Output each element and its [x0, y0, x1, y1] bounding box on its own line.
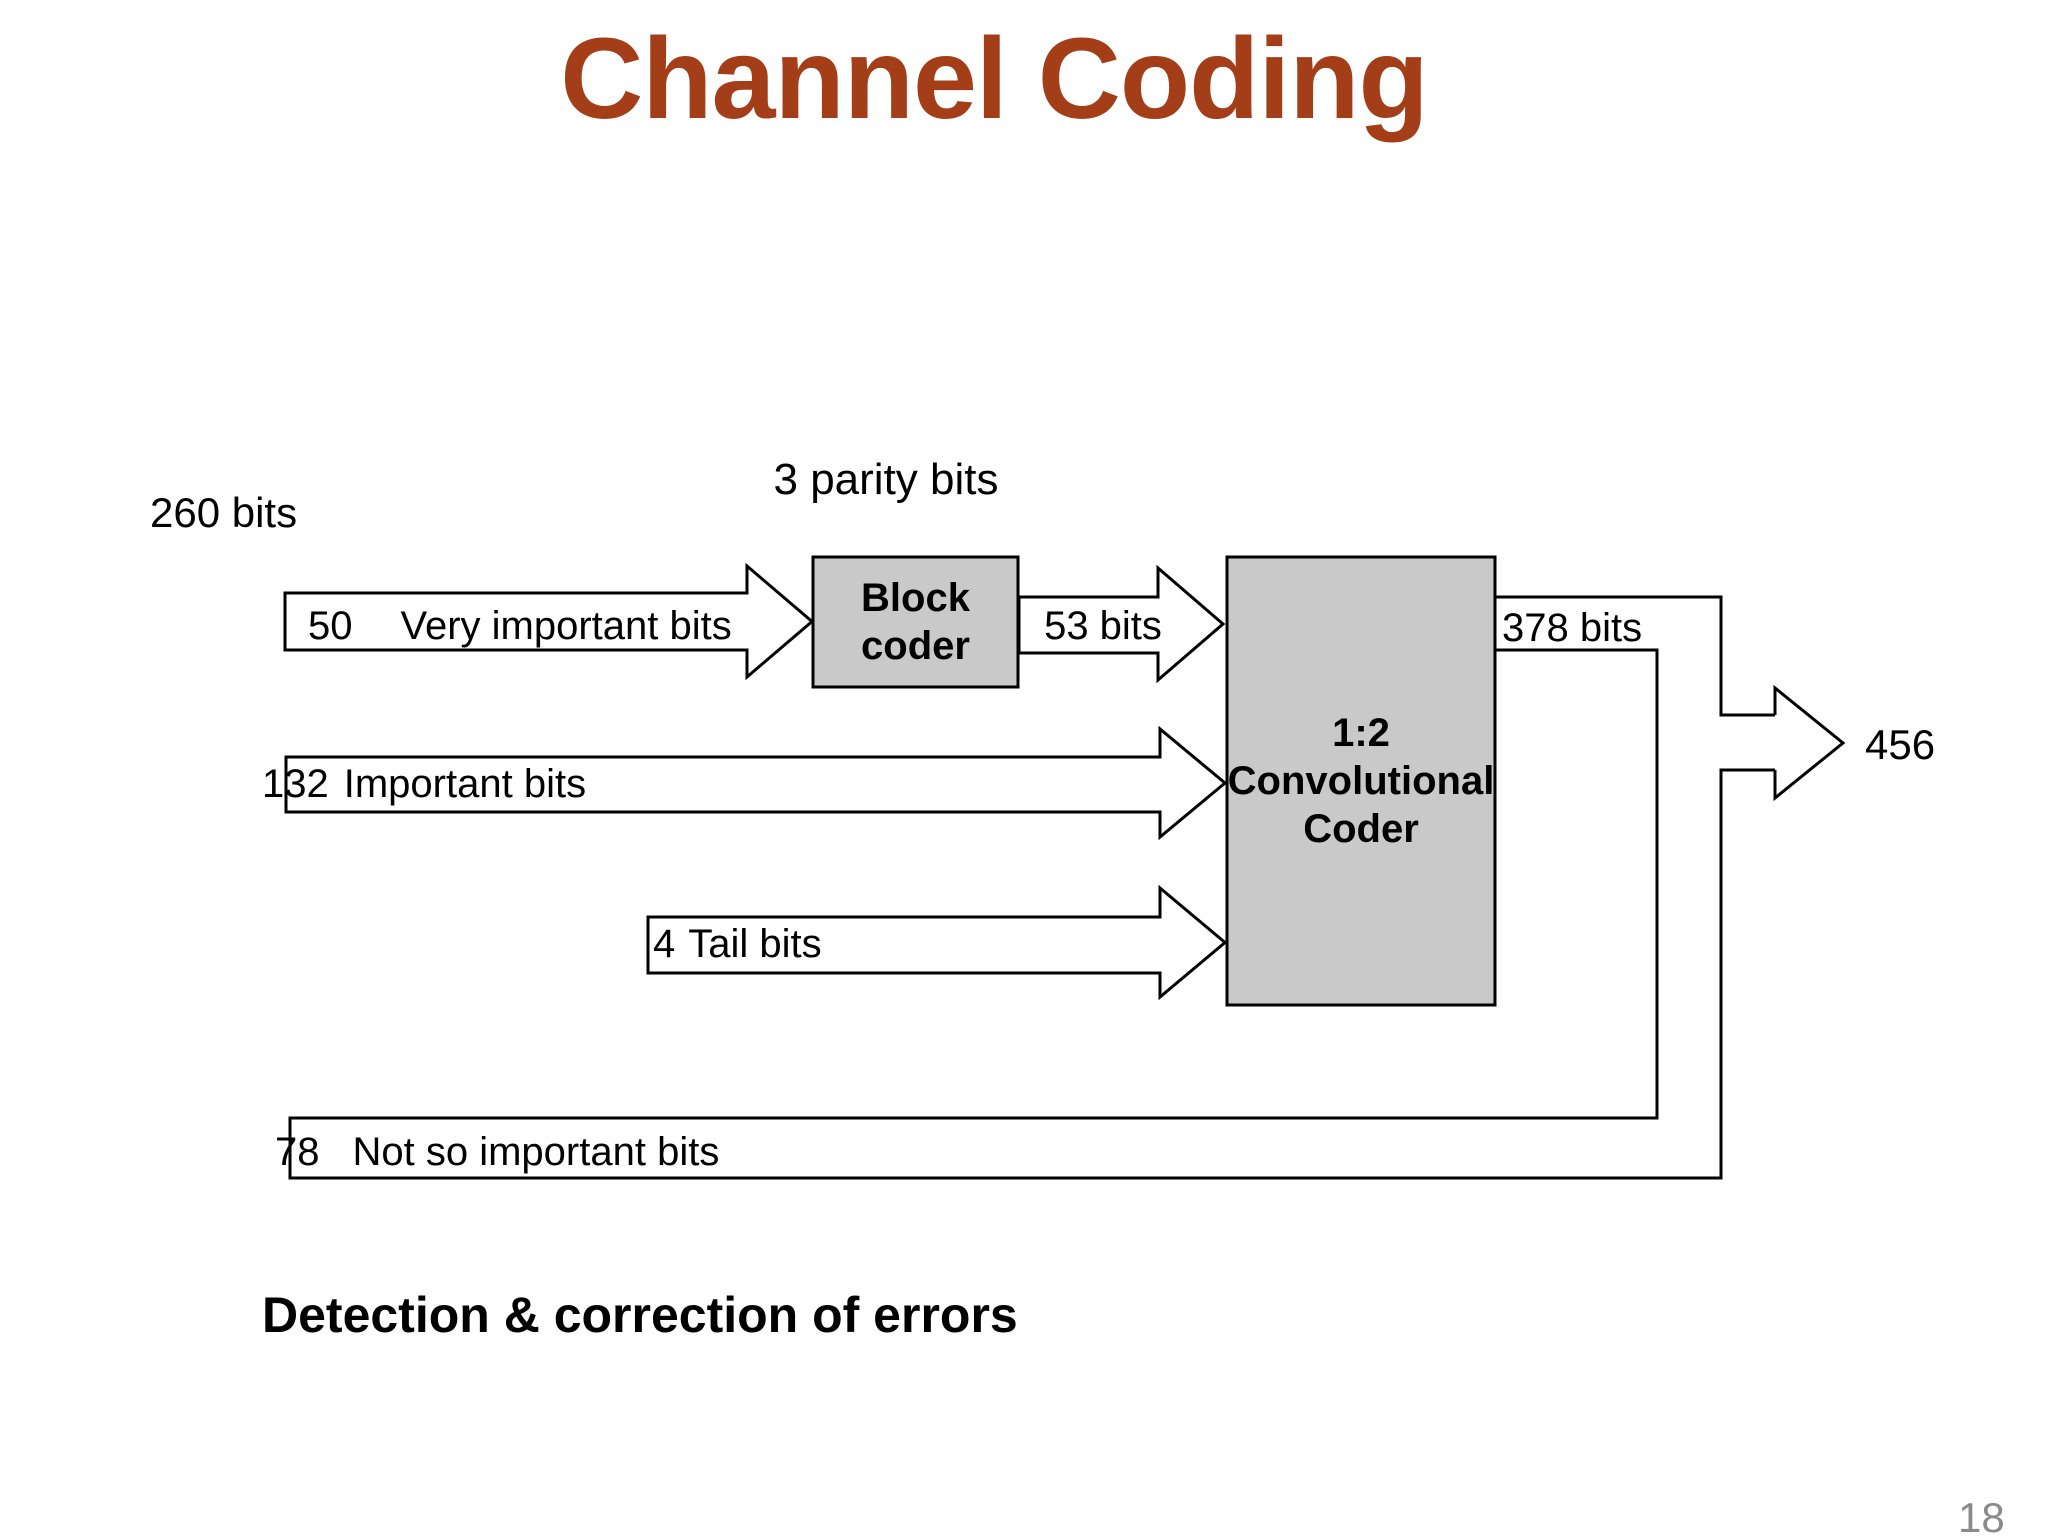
tail-bits-label: Tail bits: [688, 922, 822, 966]
important-bits-stream: 132 Important bits: [262, 764, 586, 804]
very-important-bits-label: Very important bits: [400, 604, 732, 648]
conv-output-label: 378 bits: [1502, 606, 1643, 650]
very-important-bits-stream: 50 Very important bits: [308, 606, 732, 646]
block-coder-label: Block coder: [813, 557, 1018, 687]
input-bits-label: 260 bits: [150, 489, 298, 536]
very-important-bits-arrow: [283, 562, 815, 681]
conv-output-pipe-bottom: [288, 648, 1775, 1180]
footer-caption: Detection & correction of errors: [262, 1287, 1018, 1343]
not-so-important-bits-label: Not so important bits: [352, 1130, 720, 1174]
slide-title: Channel Coding: [560, 15, 1429, 143]
total-output-label: 456: [1865, 721, 1936, 768]
important-bits-arrow: [284, 725, 1228, 841]
block-coder-label-line2: coder: [861, 624, 970, 668]
block-coder-label-line1: Block: [861, 576, 970, 620]
convolutional-coder-label: 1:2 Convolutional Coder: [1227, 557, 1495, 1005]
conv-output-pipe-top: [1495, 595, 1775, 717]
convolutional-coder-label-line3: Coder: [1303, 807, 1419, 851]
total-output-arrowhead: [1773, 684, 1846, 802]
tail-bits-count: 4: [653, 922, 676, 966]
important-bits-count: 132: [262, 762, 329, 806]
not-so-important-bits-count: 78: [275, 1130, 320, 1174]
parity-bits-label: 3 parity bits: [773, 455, 999, 504]
important-bits-label: Important bits: [343, 762, 587, 806]
not-so-important-bits-stream: 78 Not so important bits: [275, 1132, 719, 1172]
very-important-bits-count: 50: [308, 604, 353, 648]
block-coder-box: [811, 555, 1020, 689]
tail-bits-arrow: [646, 884, 1228, 1001]
page-number: 18: [1958, 1494, 2005, 1536]
block-coder-output-arrow: [1017, 564, 1226, 684]
convolutional-coder-label-line2: Convolutional: [1227, 759, 1495, 803]
block-coder-output-label: 53 bits: [1044, 604, 1162, 648]
convolutional-coder-label-line1: 1:2: [1332, 711, 1390, 755]
tail-bits-stream: 4 Tail bits: [653, 924, 822, 964]
convolutional-coder-box: [1225, 555, 1497, 1007]
